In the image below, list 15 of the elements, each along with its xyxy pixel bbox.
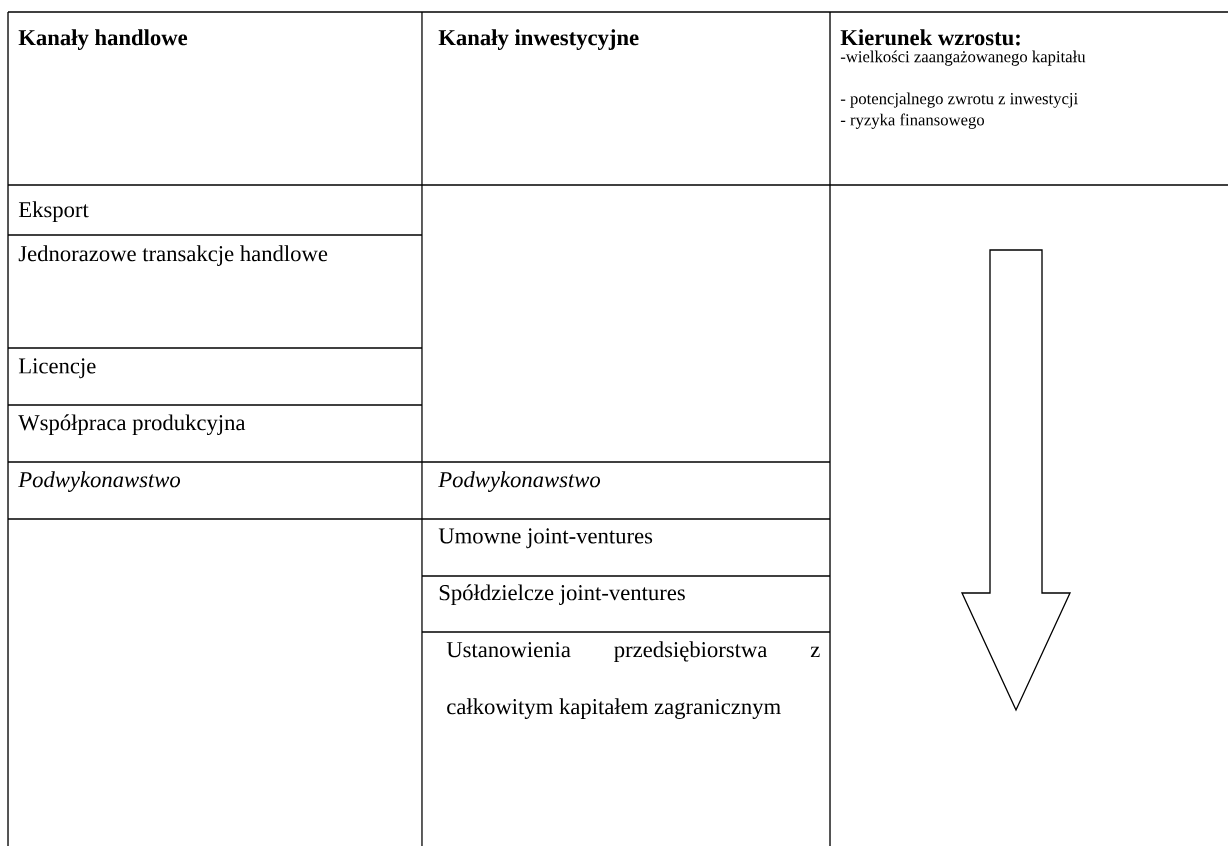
list-item: -wielkości zaangażowanego kapitału bbox=[840, 50, 1086, 66]
list-item: - ryzyka finansowego bbox=[840, 113, 985, 129]
list-item: - potencjalnego zwrotu z inwestycji bbox=[840, 92, 1078, 108]
cell-text: Współpraca produkcyjna bbox=[18, 414, 246, 435]
cell-text: Podwykonawstwo bbox=[438, 471, 601, 492]
cell-text: Umowne joint-ventures bbox=[438, 528, 653, 549]
cell-text: Podwykonawstwo bbox=[18, 471, 181, 492]
cell-text: Jednorazowe transakcje handlowe bbox=[18, 245, 328, 266]
cell-text: Ustanowienia przedsiębiorstwa z całkowitym kapitałem zagranicznym bbox=[446, 641, 820, 719]
cell-text: Eksport bbox=[18, 201, 89, 222]
cell-text: Licencje bbox=[18, 358, 96, 379]
column-header: Kanały inwestycyjne bbox=[438, 29, 639, 50]
column-header: Kanały handlowe bbox=[18, 29, 188, 50]
cell-text: Spółdzielcze joint-ventures bbox=[439, 584, 685, 605]
column-header: Kierunek wzrostu: bbox=[840, 29, 1020, 46]
